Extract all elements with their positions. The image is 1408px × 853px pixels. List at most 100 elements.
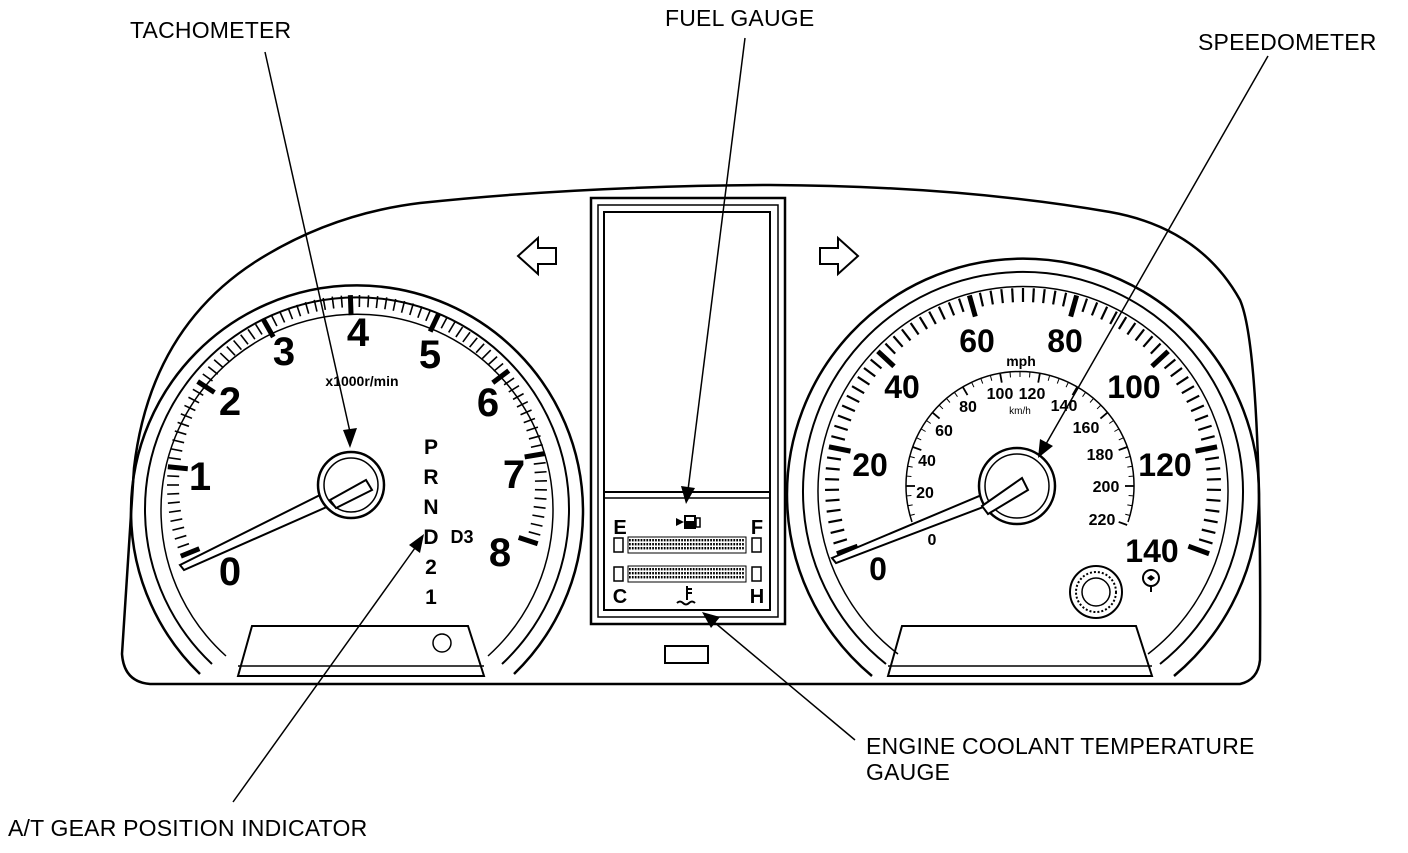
- speedometer-tick: [1082, 299, 1087, 312]
- mph-unit: mph: [1006, 353, 1036, 369]
- trip-reset-knob[interactable]: [1070, 566, 1122, 618]
- fuel-gauge-callout: FUEL GAUGE: [665, 5, 814, 31]
- kmh-tick: [1119, 447, 1127, 450]
- speedometer-tick: [1092, 302, 1097, 315]
- tachometer-tick: [169, 511, 181, 513]
- kmh-tick: [908, 466, 913, 467]
- coolant-segment: [635, 576, 637, 578]
- fuel-segment: [699, 547, 701, 549]
- fuel-segment: [649, 539, 651, 541]
- kmh-label-100: 100: [987, 386, 1014, 403]
- kmh-tick: [1083, 393, 1086, 397]
- odometer-button[interactable]: [665, 646, 708, 663]
- coolant-segment: [731, 576, 733, 578]
- coolant-segment: [713, 576, 715, 578]
- tachometer-tick: [449, 322, 455, 332]
- coolant-segment: [649, 572, 651, 574]
- speedometer-tick: [852, 386, 864, 393]
- mph-label-40: 40: [884, 369, 920, 405]
- tachometer-tick: [288, 308, 292, 319]
- fuel-segment: [661, 547, 663, 549]
- fuel-segment: [722, 543, 724, 545]
- speedometer-tick: [1143, 336, 1152, 347]
- coolant-segment: [655, 568, 657, 570]
- speedometer-tick: [827, 457, 841, 459]
- coolant-segment: [678, 568, 680, 570]
- coolant-segment: [704, 576, 706, 578]
- fuel-segment: [699, 543, 701, 545]
- fuel-segment: [733, 539, 735, 541]
- fuel-segment: [687, 543, 689, 545]
- fuel-segment: [704, 539, 706, 541]
- fuel-segment: [632, 539, 634, 541]
- coolant-segment: [696, 568, 698, 570]
- fuel-segment: [725, 539, 727, 541]
- kmh-label-0: 0: [928, 532, 937, 549]
- kmh-tick: [1048, 376, 1049, 381]
- speedometer-callout: SPEEDOMETER: [1198, 29, 1377, 55]
- tacho-label-0: 0: [219, 550, 241, 594]
- kmh-tick: [1127, 466, 1132, 467]
- coolant-segment: [687, 572, 689, 574]
- kmh-tick: [927, 421, 931, 424]
- fuel-segment: [710, 547, 712, 549]
- fuel-segment: [693, 539, 695, 541]
- coolant-segment: [710, 576, 712, 578]
- fuel-segment: [739, 539, 741, 541]
- fuel-segment: [696, 547, 698, 549]
- fuel-segment: [652, 539, 654, 541]
- tachometer-tick: [482, 350, 490, 359]
- coolant-segment: [707, 572, 709, 574]
- kmh-tick: [913, 447, 921, 450]
- coolant-segment: [710, 572, 712, 574]
- mph-label-0: 0: [869, 551, 887, 587]
- tachometer-tick: [470, 338, 478, 347]
- kmh-label-60: 60: [935, 423, 953, 440]
- fuel-segment: [678, 547, 680, 549]
- fuel-segment: [646, 543, 648, 545]
- coolant-segment: [731, 572, 733, 574]
- center-display-outer: [591, 198, 785, 624]
- fuel-segment: [684, 543, 686, 545]
- coolant-segment: [649, 576, 651, 578]
- speedometer-tick: [1198, 426, 1211, 430]
- tachometer-tick: [203, 374, 213, 381]
- fuel-segment: [693, 547, 695, 549]
- center-display: E F C H: [591, 198, 785, 624]
- fuel-segment: [655, 539, 657, 541]
- coolant-segment: [728, 568, 730, 570]
- kmh-tick: [1100, 413, 1107, 419]
- speedometer-tick: [829, 447, 851, 451]
- fuel-segment: [731, 543, 733, 545]
- tacho-label-4: 4: [347, 311, 370, 355]
- fuel-segment: [702, 547, 704, 549]
- coolant-segment: [733, 572, 735, 574]
- fuel-segment: [667, 543, 669, 545]
- coolant-segment: [733, 576, 735, 578]
- tachometer-tick: [214, 360, 223, 368]
- tachometer-tick: [168, 467, 188, 469]
- gear-d: D: [423, 526, 438, 549]
- speedometer-tick: [1206, 500, 1220, 501]
- fuel-segment: [684, 539, 686, 541]
- left-turn-arrow-icon: [518, 238, 556, 274]
- tachometer-tick: [368, 295, 369, 307]
- fuel-segment: [678, 543, 680, 545]
- fuel-segment: [629, 543, 631, 545]
- coolant-segment: [664, 576, 666, 578]
- kmh-tick: [939, 405, 943, 409]
- tachometer-tick: [271, 315, 276, 326]
- tachometer-tick: [535, 472, 547, 473]
- fuel-segment: [644, 547, 646, 549]
- tachometer-tick: [494, 364, 503, 372]
- speedometer-tick: [1202, 530, 1216, 533]
- speedometer-tick: [902, 329, 911, 340]
- indicator-lamp: [433, 634, 451, 652]
- coolant-segment: [684, 568, 686, 570]
- fuel-segment: [675, 543, 677, 545]
- fuel-segment: [690, 543, 692, 545]
- coolant-segment: [693, 568, 695, 570]
- coolant-segment: [699, 568, 701, 570]
- coolant-segment: [704, 572, 706, 574]
- fuel-segment: [710, 543, 712, 545]
